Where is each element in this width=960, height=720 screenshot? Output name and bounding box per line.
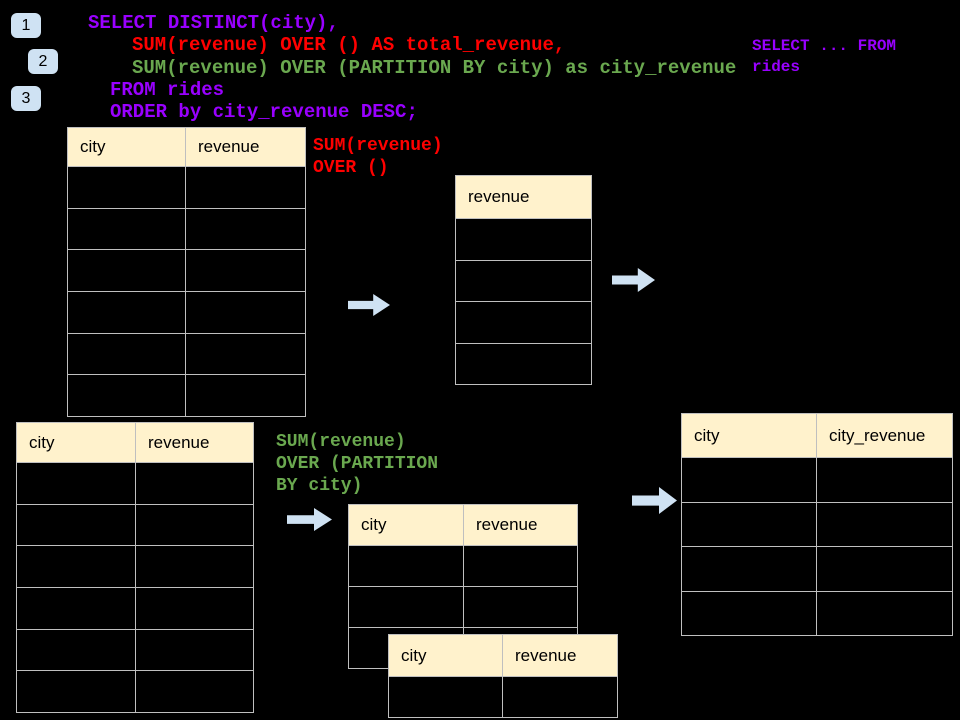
empty-cell: [349, 546, 464, 587]
empty-cell: [136, 546, 254, 589]
column-header: revenue: [503, 635, 618, 677]
empty-cell: [68, 375, 186, 418]
column-header: revenue: [456, 176, 592, 219]
empty-cell: [456, 343, 592, 385]
empty-cell: [136, 504, 254, 547]
empty-cell: [817, 547, 953, 592]
empty-cell: [456, 260, 592, 302]
flow-arrow-icon: [287, 508, 332, 531]
empty-cell: [17, 671, 136, 714]
step-1-badge: 1: [11, 13, 41, 38]
empty-cell: [186, 208, 306, 251]
empty-cell: [68, 208, 186, 251]
flow-arrow-icon: [612, 268, 655, 292]
select-from-rides-note: SELECT ... FROM rides: [752, 37, 897, 76]
empty-cell: [136, 629, 254, 672]
empty-cell: [136, 671, 254, 714]
empty-cell: [349, 587, 464, 628]
empty-cell: [682, 591, 817, 636]
empty-cell: [186, 250, 306, 293]
sql-line-order-by: ORDER by city_revenue DESC;: [110, 101, 418, 123]
empty-cell: [17, 504, 136, 547]
empty-cell: [17, 463, 136, 505]
step-2-badge: 2: [28, 49, 58, 74]
column-header: city: [68, 128, 186, 167]
empty-cell: [682, 547, 817, 592]
empty-cell: [186, 333, 306, 376]
sql-line-from: FROM rides: [110, 79, 225, 101]
column-header: revenue: [464, 505, 578, 546]
empty-cell: [456, 219, 592, 261]
column-header: city: [17, 423, 136, 463]
column-header: revenue: [136, 423, 254, 463]
flow-arrow-icon: [348, 294, 390, 316]
sql-line-select: SELECT DISTINCT(city),: [88, 12, 339, 34]
empty-cell: [464, 546, 578, 587]
column-header: city: [349, 505, 464, 546]
empty-cell: [817, 502, 953, 547]
empty-cell: [186, 292, 306, 334]
sql-line-partition: SUM(revenue) OVER (PARTITION BY city) as…: [132, 57, 737, 79]
empty-cell: [68, 167, 186, 209]
empty-cell: [186, 375, 306, 418]
empty-cell: [682, 502, 817, 547]
empty-cell: [503, 677, 618, 718]
flow-arrow-icon: [632, 487, 677, 514]
empty-cell: [68, 292, 186, 334]
total-revenue-annotation: SUM(revenue) OVER (): [313, 136, 443, 178]
empty-cell: [17, 546, 136, 589]
total-revenue-table: revenue: [455, 175, 592, 385]
empty-cell: [17, 588, 136, 630]
column-header: revenue: [186, 128, 306, 167]
empty-cell: [817, 458, 953, 503]
empty-cell: [136, 588, 254, 630]
empty-cell: [68, 333, 186, 376]
empty-cell: [68, 250, 186, 293]
partition-annotation: SUM(revenue) OVER (PARTITION BY city): [276, 432, 439, 496]
empty-cell: [136, 463, 254, 505]
empty-cell: [456, 302, 592, 344]
column-header: city: [389, 635, 503, 677]
empty-cell: [389, 677, 503, 718]
sql-line-sum-over: SUM(revenue) OVER () AS total_revenue,: [132, 34, 566, 56]
column-header: city: [682, 414, 817, 458]
step-3-badge: 3: [11, 86, 41, 111]
empty-cell: [817, 591, 953, 636]
column-header: city_revenue: [817, 414, 953, 458]
empty-cell: [17, 629, 136, 672]
empty-cell: [186, 167, 306, 209]
empty-cell: [682, 458, 817, 503]
empty-cell: [464, 587, 578, 628]
